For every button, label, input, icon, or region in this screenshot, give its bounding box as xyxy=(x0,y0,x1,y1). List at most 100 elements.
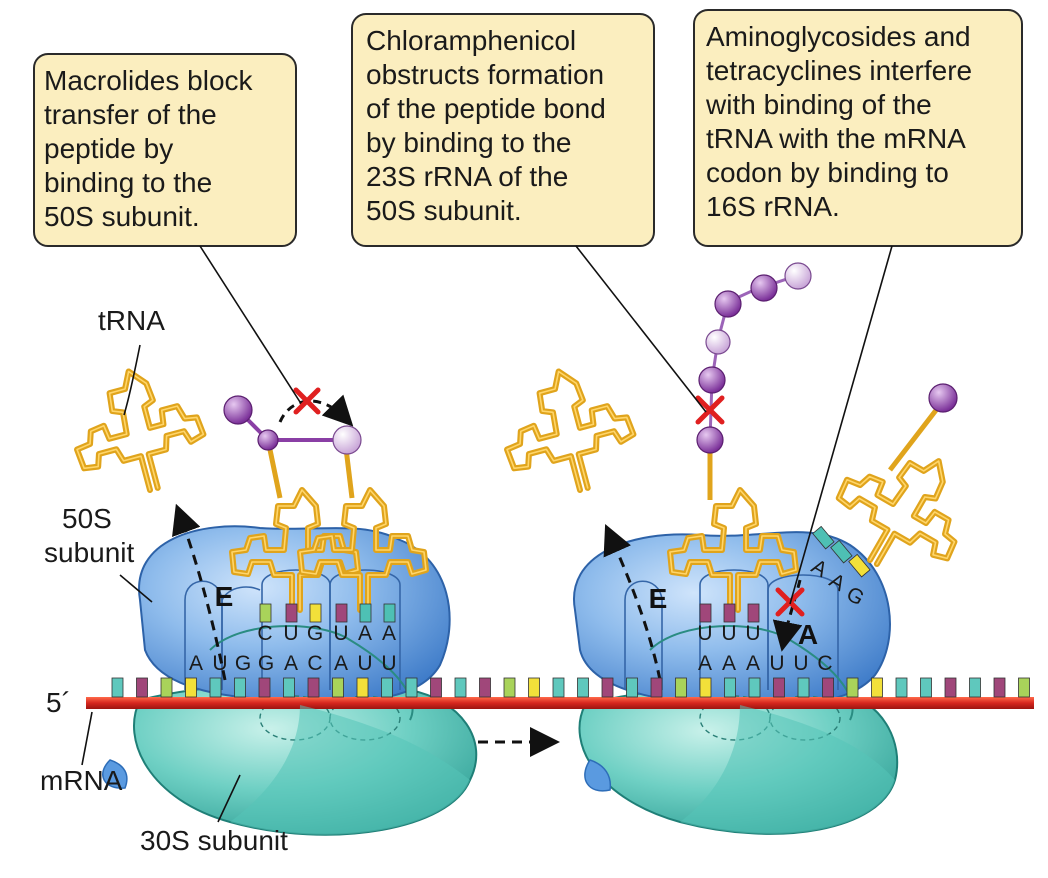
mrna-nucleotide xyxy=(332,677,344,698)
mrna-nucleotide xyxy=(160,677,173,698)
label-trna: tRNA xyxy=(98,305,165,416)
mrna-nucleotide xyxy=(503,677,516,698)
amino-acid xyxy=(698,366,726,394)
mrna-nucleotide xyxy=(136,677,148,698)
left-codon-1: A xyxy=(189,652,203,675)
mrna-nucleotide xyxy=(577,677,589,698)
callout-macrolides-pointer xyxy=(199,245,301,403)
left-anticodon-6: A xyxy=(382,622,396,645)
incoming-anticodon-bars xyxy=(812,525,871,578)
mrna-nucleotide xyxy=(773,677,785,698)
left-anticodon-4: U xyxy=(333,622,348,645)
left-codon-3: G xyxy=(235,652,251,675)
label-50s-subunit: 50S subunit xyxy=(44,503,153,603)
callout-aminoglycosides-text: Aminoglycosides and tetracyclines interf… xyxy=(705,21,980,222)
right-codon-6: C xyxy=(817,652,832,675)
dashed-arrow-icon xyxy=(772,579,803,652)
right-codon-4: U xyxy=(769,652,784,675)
dashed-arrow-icon xyxy=(603,524,662,681)
mrna-nucleotide xyxy=(307,677,320,698)
mrna-nucleotide xyxy=(993,677,1006,698)
mrna-nucleotide xyxy=(258,677,271,698)
left-codon-7: A xyxy=(334,652,348,675)
callout-macrolides-text: Macrolides block transfer of the peptide… xyxy=(44,65,260,232)
mrna-nucleotide xyxy=(626,677,638,698)
label-30s-subunit: 30S subunit xyxy=(140,774,288,856)
mrna-nucleotide xyxy=(405,677,418,698)
left-anticodon-5: A xyxy=(358,622,372,645)
mrna-nucleotide xyxy=(969,677,981,698)
amino-acid xyxy=(223,395,253,425)
label-mrna: mRNA xyxy=(40,711,123,796)
amino-acid xyxy=(928,383,958,413)
svg-text:tRNA: tRNA xyxy=(98,305,165,336)
amino-acid xyxy=(696,426,724,454)
amino-acid xyxy=(257,429,279,451)
left-anticodon-2: U xyxy=(283,622,298,645)
callout-macrolides: Macrolides block transfer of the peptide… xyxy=(33,53,297,247)
right-a-site: A xyxy=(798,619,818,650)
right-e-site: E xyxy=(649,583,668,614)
svg-text:mRNA: mRNA xyxy=(40,765,123,796)
mrna-nucleotide xyxy=(430,677,442,698)
mrna-nucleotide xyxy=(209,677,222,698)
mrna-nucleotide xyxy=(111,677,124,698)
left-anticodon-1: C xyxy=(257,622,272,645)
left-anticodon-bars xyxy=(259,603,396,623)
callout-chloramphenicol-pointer xyxy=(575,245,707,413)
mrna-nucleotide xyxy=(356,677,369,698)
block-x-icon xyxy=(293,387,321,415)
mrna-nucleotide xyxy=(895,677,908,698)
right-anticodon-bars xyxy=(699,603,760,623)
right-codon-1: A xyxy=(698,652,712,675)
left-peptide xyxy=(223,395,362,499)
left-codon-4: G xyxy=(258,652,274,675)
svg-text:50S subunit: 50S subunit xyxy=(44,503,135,568)
right-anticodon-2: U xyxy=(721,622,736,645)
callout-aminoglycosides: Aminoglycosides and tetracyclines interf… xyxy=(693,9,1023,247)
mrna-nucleotide xyxy=(920,677,932,698)
left-exiting-trna xyxy=(61,357,214,506)
mrna-nucleotide xyxy=(846,677,859,698)
mrna-nucleotide xyxy=(454,677,467,698)
right-peptide xyxy=(696,262,812,500)
svg-text:30S subunit: 30S subunit xyxy=(140,825,288,856)
mrna-nucleotide xyxy=(822,677,834,698)
right-anticodon-3: U xyxy=(745,622,760,645)
left-codon-8: U xyxy=(357,652,372,675)
block-x-icon xyxy=(695,395,725,425)
left-codon-9: U xyxy=(381,652,396,675)
mrna-nucleotide xyxy=(283,677,295,698)
mrna-nucleotide xyxy=(675,677,687,698)
mrna-nucleotide xyxy=(601,677,614,698)
mrna-nucleotide xyxy=(724,677,736,698)
left-anticodon-3: G xyxy=(307,622,323,645)
right-codon-5: U xyxy=(793,652,808,675)
mrna-nucleotide xyxy=(479,677,491,698)
right-exiting-trna xyxy=(491,357,644,506)
mrna-nucleotide xyxy=(871,677,883,698)
callout-aminoglycosides-pointer xyxy=(789,245,893,605)
right-anticodon-1: U xyxy=(697,622,712,645)
mrna-strand xyxy=(86,677,1034,709)
mrna-nucleotide xyxy=(797,677,810,698)
dashed-arrow-icon xyxy=(172,503,227,681)
label-five-prime: 5´ xyxy=(46,687,71,718)
mrna-nucleotide xyxy=(185,677,197,698)
left-codon-2: U xyxy=(212,652,227,675)
mrna-nucleotide xyxy=(699,677,712,698)
mrna-nucleotide xyxy=(1018,677,1030,698)
right-codon-3: A xyxy=(746,652,760,675)
mrna-nucleotides xyxy=(111,677,1030,698)
mrna-nucleotide xyxy=(234,677,246,698)
mrna-nucleotide xyxy=(528,677,540,698)
amino-acid xyxy=(332,425,362,455)
callout-chloramphenicol-text: Chloramphenicol obstructs formation of t… xyxy=(366,25,614,226)
mrna-nucleotide xyxy=(381,677,393,698)
left-e-site: E xyxy=(215,581,234,612)
mrna-nucleotide xyxy=(650,677,663,698)
mrna-nucleotide xyxy=(552,677,565,698)
left-codon-6: C xyxy=(307,652,322,675)
amino-acid xyxy=(784,262,812,290)
